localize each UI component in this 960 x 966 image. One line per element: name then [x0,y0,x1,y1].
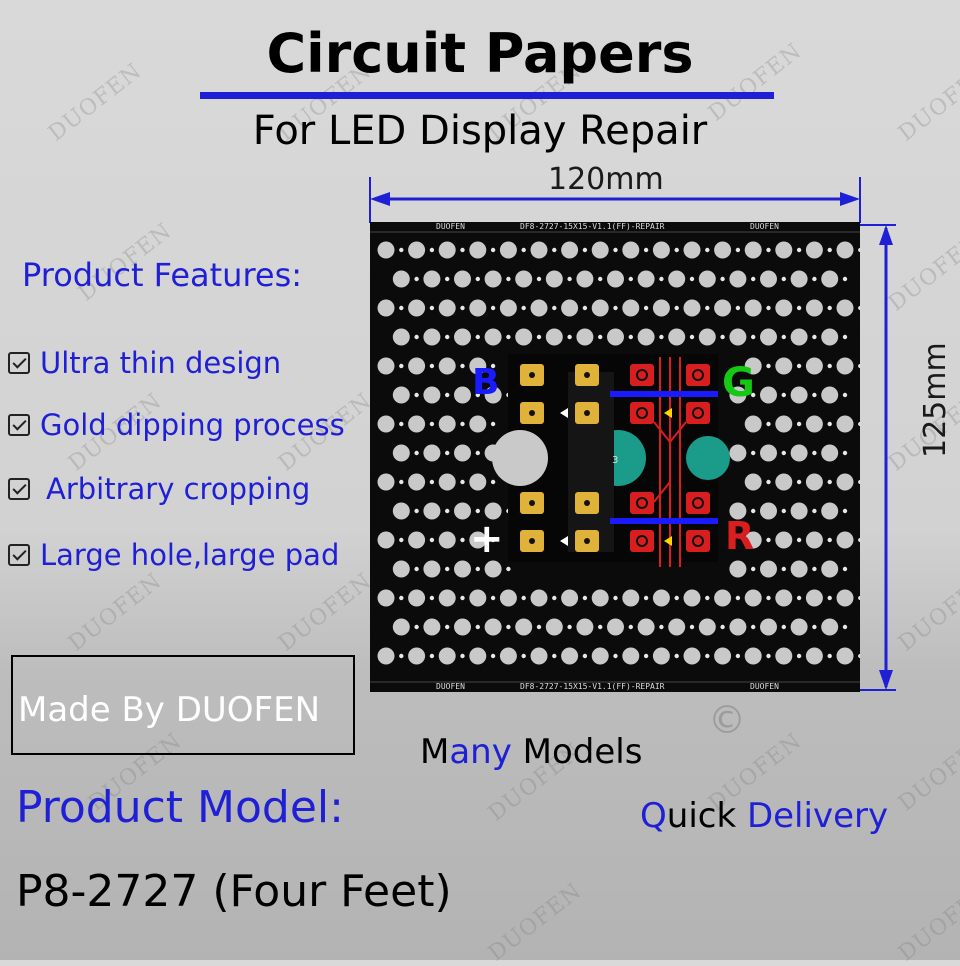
quick-delivery-text: Quick Delivery [640,796,888,836]
watermark: DUOFEN [894,728,960,817]
pin-label-plus: + [470,516,504,562]
feature-item: Large hole,large pad [8,538,339,572]
product-model-heading: Product Model: [16,782,344,833]
checkbox-icon [8,352,30,374]
checkbox-icon [8,544,30,566]
page-title: Circuit Papers [266,22,694,85]
quick-delivery-part: uick [666,796,747,836]
feature-item: Ultra thin design [8,346,281,380]
quick-delivery-part: D [746,796,774,836]
pin-label-g: G [722,360,755,406]
pad-number: 3 [612,455,618,466]
board-label-center-bottom: DF8-2727-15X15-V1.1(FF)-REPAIR [520,682,665,691]
height-dimension-arrow [860,224,896,691]
quick-delivery-part: Q [640,796,667,836]
pcb-board: 3 DUOFEN DF8-2727-15X15-V1.1(FF)-REPAIR … [370,222,863,692]
pin-label-r: R [725,514,755,558]
feature-item: Arbitrary cropping [8,472,310,506]
watermark: DUOFEN [894,878,960,966]
width-dimension-arrow [369,177,861,223]
features-heading: Product Features: [22,256,303,294]
made-by-badge [11,655,355,755]
board-label-center-top: DF8-2727-15X15-V1.1(FF)-REPAIR [520,222,665,231]
feature-label: Arbitrary cropping [46,472,311,506]
product-model-value: P8-2727 (Four Feet) [16,866,452,917]
title-underline [200,92,774,99]
feature-label: Ultra thin design [40,346,282,380]
width-label: 120mm [548,162,664,197]
many-models-part: M [522,732,552,772]
quick-delivery-part: elivery [773,796,889,836]
feature-label: Gold dipping process [40,408,345,442]
copyright-icon: © [708,698,746,742]
watermark: DUOFEN [894,568,960,657]
page-subtitle: For LED Display Repair [252,108,708,154]
board-label-left-top: DUOFEN [436,222,465,231]
many-models-part: M [420,732,450,772]
height-label: 125mm [918,342,953,458]
board-label-left-bottom: DUOFEN [436,682,465,691]
watermark: DUOFEN [484,878,587,966]
made-by-text: Made By DUOFEN [18,690,321,730]
feature-label: Large hole,large pad [40,538,340,572]
pcb-gold-dots [399,247,863,659]
many-models-part: any [449,732,523,772]
many-models-part: odels [552,732,643,772]
pin-label-b: B [472,362,500,403]
board-label-right-bottom: DUOFEN [750,682,779,691]
pcb-board-graphic: 3 [370,222,863,692]
board-label-right-top: DUOFEN [750,222,779,231]
checkbox-icon [8,414,30,436]
many-models-text: Many Models [420,732,642,772]
watermark: DUOFEN [274,568,377,657]
checkbox-icon [8,478,30,500]
pcb-holes [377,241,854,665]
feature-item: Gold dipping process [8,408,345,442]
watermark: DUOFEN [64,568,167,657]
